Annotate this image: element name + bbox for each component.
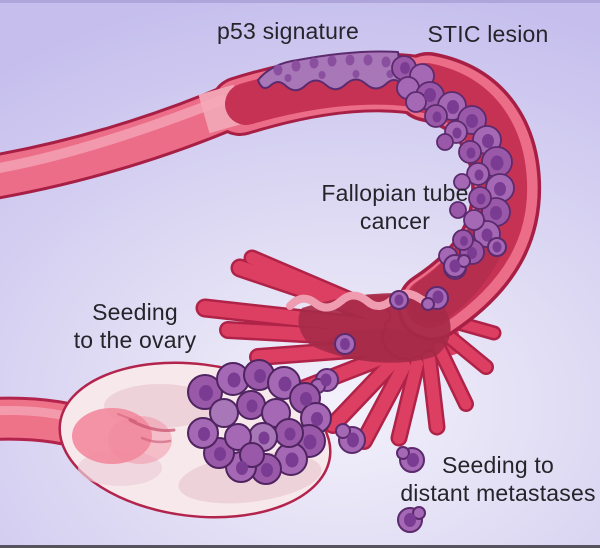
label-line: cancer <box>359 207 431 234</box>
label-line: Fallopian tube <box>321 180 469 206</box>
label-stic-lesion: STIC lesion <box>398 21 578 49</box>
label-line: Seeding to <box>442 452 554 478</box>
label-fallopian-tube-cancer: Fallopian tube cancer <box>290 180 500 235</box>
cancer-cell <box>334 333 356 355</box>
label-p53-signature: p53 signature <box>178 18 398 46</box>
mucosal-fold <box>286 289 440 312</box>
tube-highlight <box>0 95 227 173</box>
label-line: distant metastases <box>400 479 596 506</box>
tumor-cell-nuclei <box>198 369 323 477</box>
spreading-cancer-cells <box>310 237 507 454</box>
label-line: p53 signature <box>217 18 359 44</box>
ovary-creases <box>117 413 176 444</box>
label-line: STIC lesion <box>427 21 549 47</box>
cancer-cell <box>335 423 366 454</box>
label-line: Seeding <box>92 299 178 325</box>
cancer-cell <box>421 286 449 311</box>
bottom-border-line <box>0 545 600 548</box>
distant-metastasis-cells <box>396 446 426 533</box>
label-line: to the ovary <box>73 326 197 353</box>
top-border-line <box>0 0 600 3</box>
cancer-cell <box>443 254 471 278</box>
stic-cell-nuclei <box>400 62 506 259</box>
cancer-cell <box>487 237 507 257</box>
cancer-cell <box>310 368 339 394</box>
p53-signature-cells <box>257 50 403 92</box>
cancer-cell <box>396 446 425 473</box>
cancer-cell <box>397 506 426 533</box>
p53-cell-nuclei <box>273 54 394 82</box>
label-seeding-distant-metastases: Seeding to distant metastases <box>386 452 600 507</box>
cancer-cell <box>389 290 409 310</box>
ovary-tumor-mass <box>187 359 332 485</box>
label-seeding-to-ovary: Seeding to the ovary <box>30 299 240 354</box>
